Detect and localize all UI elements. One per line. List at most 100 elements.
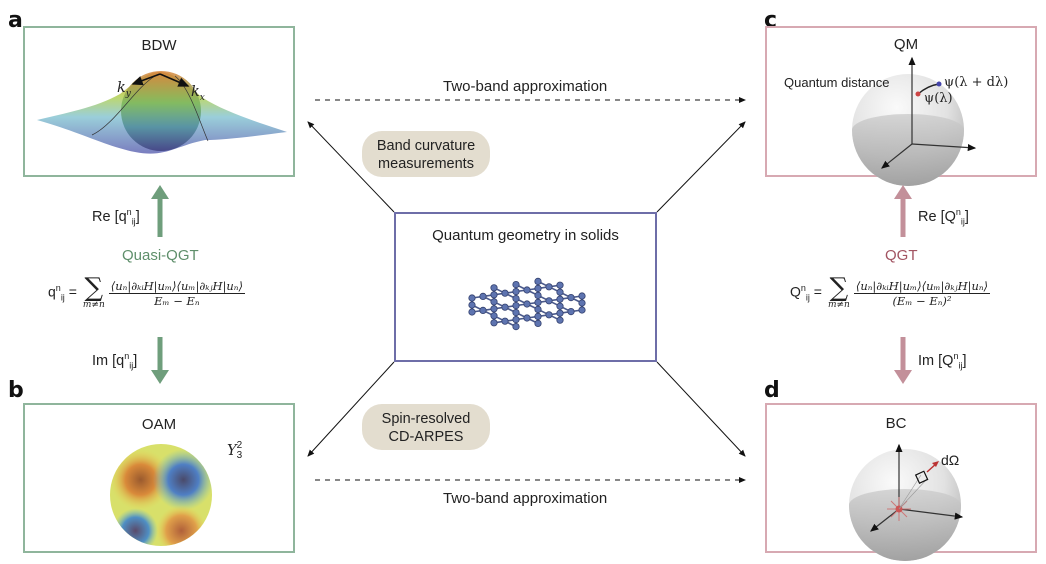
lattice-atom [501,289,509,297]
im-arrow-head-left [151,370,169,384]
sphere-lower-half [849,489,961,561]
lattice-atom [578,299,586,307]
panel-title-bdw: BDW [141,37,177,54]
lattice-atom [512,295,520,303]
lattice-atom [534,284,542,293]
re-arrow-head-left [151,185,169,199]
lattice-atom [523,314,531,322]
solid-angle-patch [914,470,929,485]
panel-letter-a: a [8,8,23,33]
x-axis [898,508,964,520]
pill-spin-resolved: Spin-resolved CD-ARPES [362,404,490,450]
lattice-atom [468,294,476,302]
solid-angle-label: dΩ [941,452,960,468]
quasi-qgt-label: Quasi-QGT [122,247,199,264]
lattice-atom [556,302,564,310]
two-band-label-bottom: Two-band approximation [443,490,608,507]
qgt-formula: Qnij =∑m≠n⟨uₙ|∂ₖᵢH|uₘ⟩⟨uₘ|∂ₖⱼH|uₙ⟩(Eₘ − … [790,273,991,310]
bloch-sphere-qm [852,56,977,186]
lattice-atom [545,311,553,319]
lattice-atom [512,288,520,296]
lattice-atom [534,305,542,314]
quasi-qgt-formula: qnij =∑m≠n⟨uₙ|∂ₖᵢH|uₘ⟩⟨uₘ|∂ₖⱼH|uₙ⟩Eₘ − E… [48,273,245,310]
lattice-atom [468,308,476,316]
pill-line-1: Spin-resolved [381,411,471,427]
two-band-label-top: Two-band approximation [443,78,608,95]
lattice-illustration [468,277,586,331]
re-arrow-head-right [894,185,912,199]
lattice-atom [578,292,586,300]
lattice-atom [556,316,564,324]
lattice-atom [479,292,487,301]
lattice-atom [490,291,498,299]
spherical-harmonic-illustration [110,444,212,546]
psi-start-point [915,91,921,97]
panel-title-oam: OAM [141,416,177,433]
quantum-distance-label: Quantum distance [784,75,890,90]
ky-label: ky [117,80,131,99]
contour-line-left [91,75,156,136]
panel-letter-b: b [8,378,24,403]
panel-bdw: BDW ky kx [23,26,295,177]
im-q-label: Im [qnij] [92,351,138,371]
lattice-atom [534,319,542,328]
ky-arrow [131,73,161,86]
y-axis [881,143,913,169]
lattice-atom [556,281,564,289]
lattice-atom [490,298,498,306]
lattice-atom [556,295,564,303]
lattice-atom [556,288,564,296]
panel-title-qm: QM [893,36,919,53]
lattice-atom [479,306,487,315]
pill-band-curvature: Band curvature measurements [362,131,490,177]
band-surface-illustration [37,71,287,154]
lattice-atom [512,316,520,324]
kx-arrow [159,73,190,87]
lattice-atom [545,297,553,305]
panel-letter-d: d [764,378,780,403]
im-arrow-head-right [894,370,912,384]
kx-label: kx [191,84,205,103]
lattice-atom [578,306,586,314]
lattice-atom [567,308,575,316]
lattice-atom [556,309,564,317]
psi-start-label: ψ(λ) [924,91,953,106]
lattice-atom [534,277,542,286]
lattice-atom [534,298,542,307]
re-Q-label: Re [Qnij] [918,207,969,227]
lattice-atom [490,312,498,320]
bloch-sphere-bc [849,443,964,561]
sphere [121,71,201,151]
lattice-atom [468,301,476,309]
panel-oam: OAM [23,403,295,553]
center-box-quantum-geometry: Quantum geometry in solids [394,212,657,362]
psi-end-label: ψ(λ + dλ) [944,75,1009,90]
im-Q-label: Im [Qnij] [918,351,967,371]
lattice-atom [523,300,531,308]
pill-line-2: CD-ARPES [388,429,464,445]
lattice-atom [512,309,520,317]
psi-end-point [936,81,942,87]
lattice-atom [534,312,542,321]
re-q-label: Re [qnij] [92,207,140,227]
x-axis [911,143,977,152]
pill-line-2: measurements [378,156,474,172]
qgt-label: QGT [885,247,918,264]
lattice-atom [534,291,542,300]
lattice-atom [567,294,575,302]
lattice-atom [501,303,509,311]
sphere-lower-half [852,114,964,186]
y-axis [870,508,900,532]
lattice-atom [545,283,553,291]
center-title: Quantum geometry in solids [432,227,619,244]
panel-bc: BC dΩ [765,403,1037,561]
lattice-atom [501,317,509,325]
lattice-atom [523,286,531,294]
lattice-atom [512,323,520,331]
pill-line-1: Band curvature [376,138,476,154]
panel-title-bc: BC [885,415,907,432]
arrow-to-panel-c [656,121,746,213]
lattice-atom [490,284,498,292]
lattice-atom [512,281,520,289]
